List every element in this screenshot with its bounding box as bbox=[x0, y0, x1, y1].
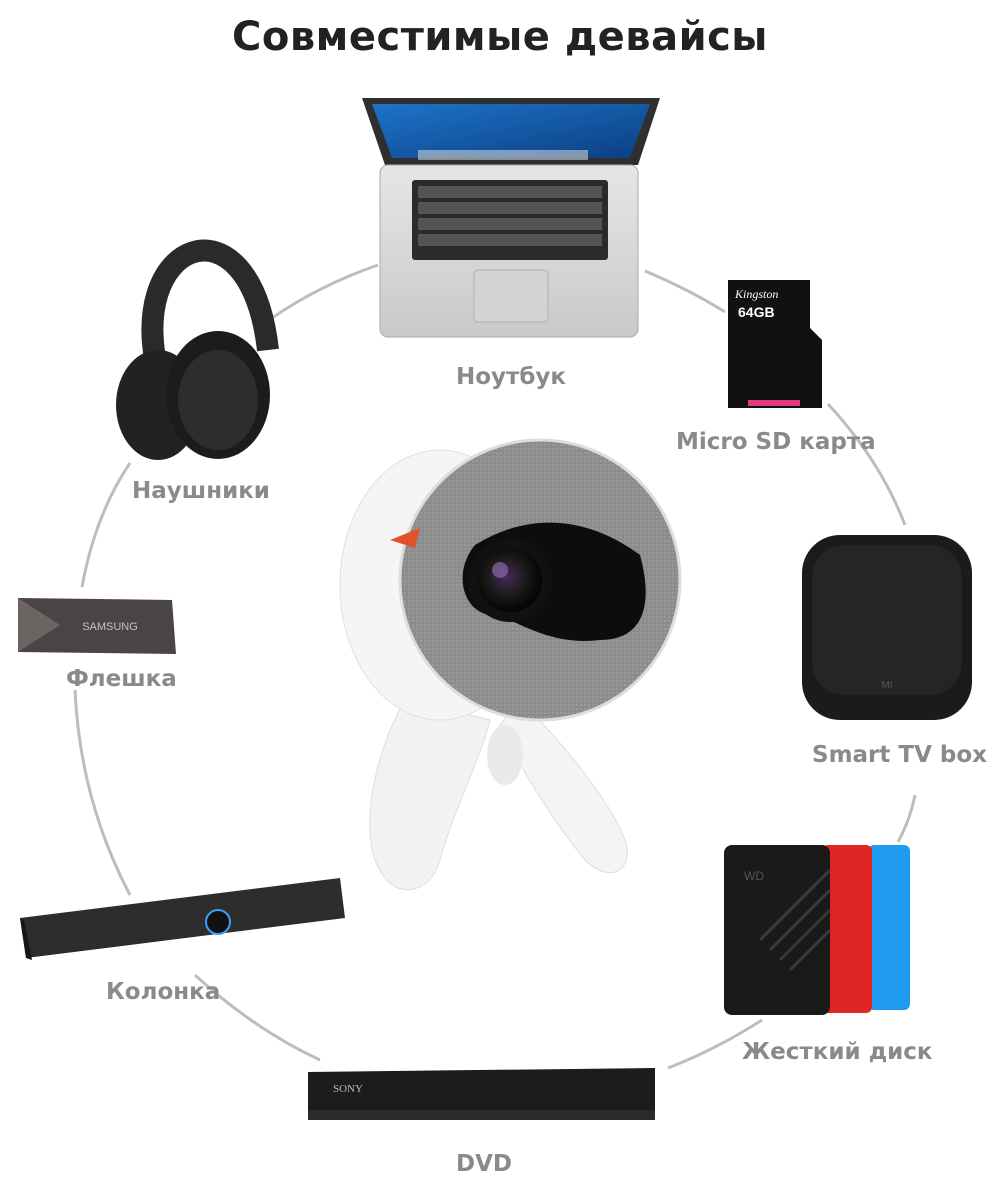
flash-brand: SAMSUNG bbox=[82, 621, 138, 633]
label-tvbox: Smart TV box bbox=[812, 742, 987, 768]
label-headphones: Наушники bbox=[132, 478, 270, 504]
label-speaker: Колонка bbox=[106, 979, 221, 1005]
tvbox-icon: MI bbox=[802, 535, 972, 720]
microsd-icon bbox=[728, 280, 822, 408]
laptop-icon bbox=[362, 98, 660, 338]
connector-ring bbox=[73, 263, 917, 1070]
dvd-brand: SONY bbox=[333, 1083, 363, 1095]
label-hdd: Жесткий диск bbox=[742, 1039, 933, 1065]
headphones-icon bbox=[116, 239, 279, 460]
label-dvd: DVD bbox=[456, 1151, 512, 1177]
dvd-player-icon: SONY bbox=[308, 1068, 655, 1120]
projector-image bbox=[339, 438, 682, 891]
label-flash: Флешка bbox=[66, 666, 177, 692]
page-title: Совместимые девайсы bbox=[232, 14, 768, 60]
hard-drive-icon: WD bbox=[724, 845, 910, 1015]
speaker-icon bbox=[20, 878, 345, 960]
microsd-brand: Kingston bbox=[735, 287, 779, 301]
label-laptop: Ноутбук bbox=[456, 364, 567, 390]
tvbox-brand: MI bbox=[881, 680, 892, 691]
microsd-capacity: 64GB bbox=[738, 304, 775, 320]
flash-drive-icon: SAMSUNG bbox=[18, 598, 176, 654]
hdd-brand: WD bbox=[744, 869, 764, 883]
label-microsd: Micro SD карта bbox=[676, 429, 876, 455]
